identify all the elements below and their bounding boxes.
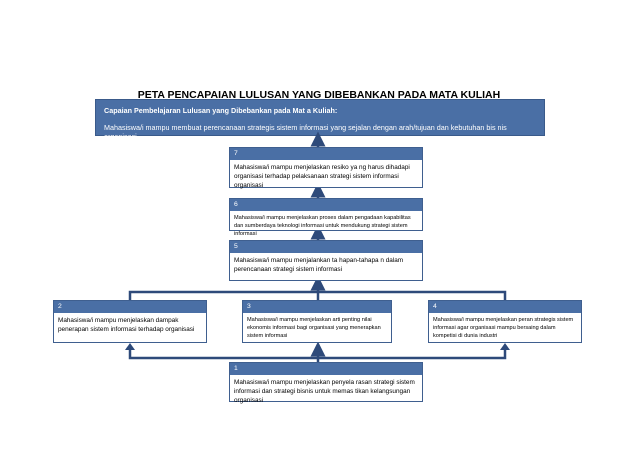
box-6-number: 6 <box>230 199 422 211</box>
cpl-label: Capaian Pembelajaran Lulusan yang Dibeba… <box>104 106 338 115</box>
box-5: 5 Mahasiswa/i mampu menjalankan ta hapan… <box>229 240 423 281</box>
box-1-text: Mahasiswa/i mampu menjelaskan penyela ra… <box>234 379 415 404</box>
box-1-number: 1 <box>230 363 422 375</box>
box-3-text: Mahasiswa/i mampu menjelaskan arti penti… <box>247 317 381 339</box>
box-6: 6 Mahasiswa/i mampu menjelaskan proses d… <box>229 198 423 237</box>
box-3: 3 Mahasiswa/i mampu menjelaskan arti pen… <box>242 300 392 343</box>
box-4: 4 Mahasiswa/i mampu menjelaskan peran st… <box>428 300 582 343</box>
box-4-text: Mahasiswa/i mampu menjelaskan peran stra… <box>433 317 574 339</box>
box-7-text: Mahasiswa/i mampu menjelaskan resiko ya … <box>234 164 410 189</box>
box-7: 7 Mahasiswa/i mampu menjelaskan resiko y… <box>229 147 423 189</box>
box-6-text: Mahasiswa/i mampu menjelaskan proses dal… <box>234 215 411 237</box>
box-5-text: Mahasiswa/i mampu menjalankan ta hapan-t… <box>234 257 404 273</box>
box-4-number: 4 <box>429 301 581 313</box>
box-1: 1 Mahasiswa/i mampu menjelaskan penyela … <box>229 362 423 404</box>
box-7-number: 7 <box>230 148 422 160</box>
box-2: 2 Mahasiswa/i mampu menjelaskan dampak p… <box>53 300 207 343</box>
cpl-text: Mahasiswa/i mampu membuat perencanaan st… <box>104 123 507 141</box>
box-2-text: Mahasiswa/i mampu menjelaskan dampak pen… <box>58 317 195 333</box>
box-3-number: 3 <box>243 301 391 313</box>
box-5-number: 5 <box>230 241 422 253</box>
page-title: PETA PENCAPAIAN LULUSAN YANG DIBEBANKAN … <box>137 89 501 101</box>
box-2-number: 2 <box>54 301 206 313</box>
